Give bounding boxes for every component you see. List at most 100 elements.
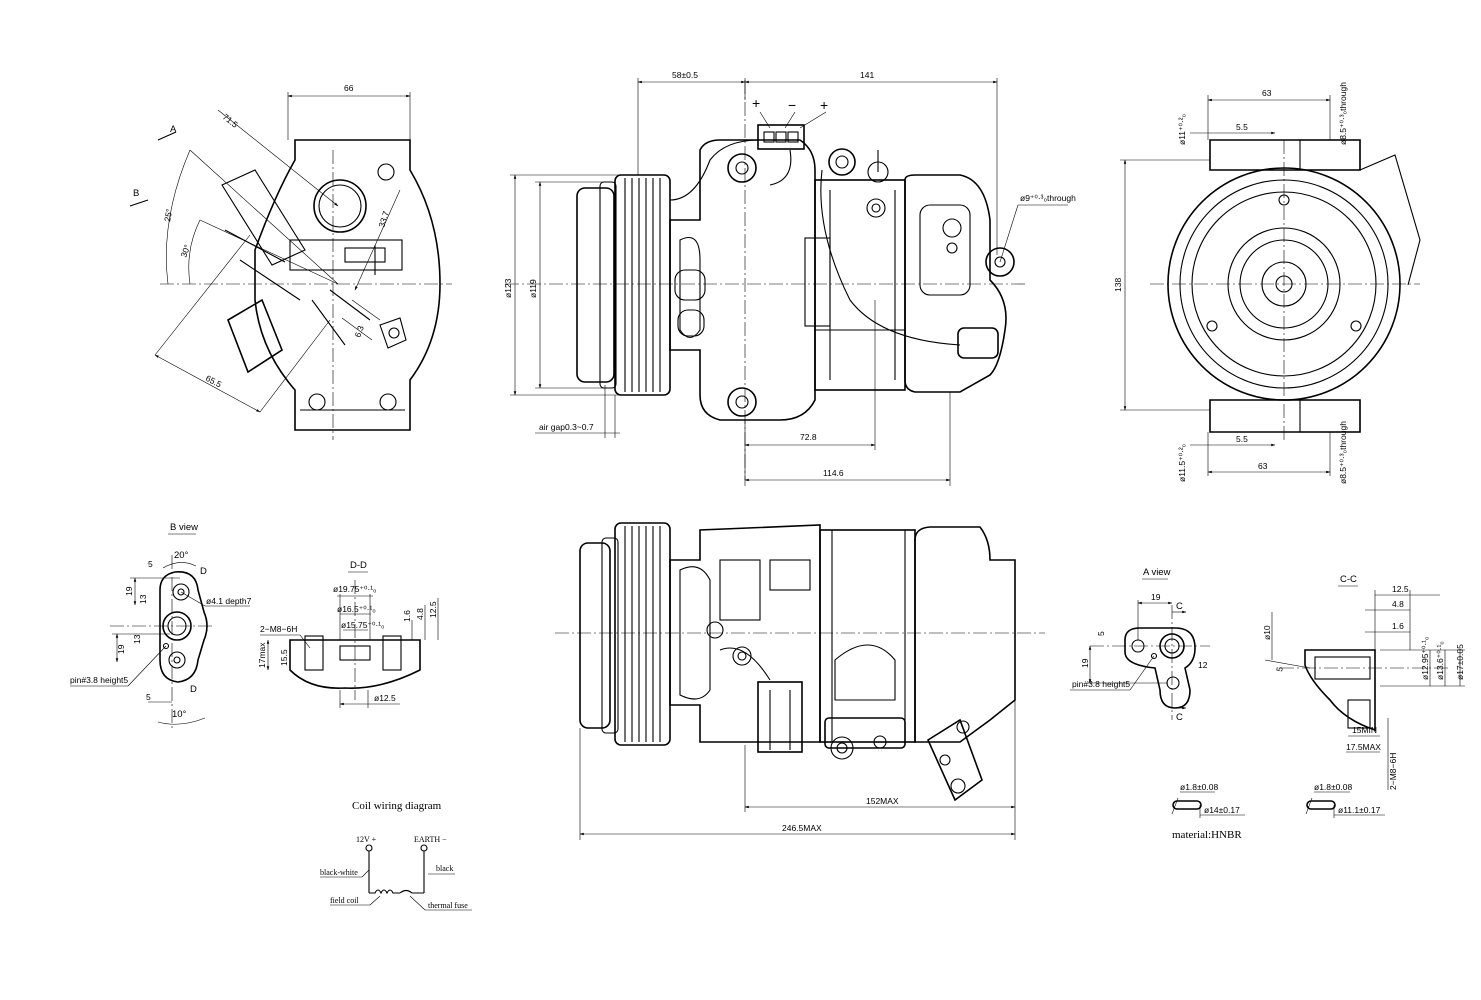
dd-dim-4-8: 4.8 bbox=[415, 608, 425, 620]
rear-dim-d11: ø11⁺⁰·²₀ bbox=[1177, 113, 1187, 145]
section-mark-b: B bbox=[133, 188, 139, 199]
bottom-dim-246-5max: 246.5MAX bbox=[782, 823, 822, 833]
b-view: B view 20° D D 5 19 13 19 13 ø4.1 depth7… bbox=[70, 522, 252, 730]
terminal-minus: − bbox=[788, 97, 796, 113]
b-view-dim-5b: 5 bbox=[146, 692, 151, 702]
cc-dim-4-8: 4.8 bbox=[1392, 599, 1404, 609]
coil-earth: EARTH − bbox=[414, 835, 447, 844]
cc-dim-17-5max: 17.5MAX bbox=[1346, 742, 1381, 752]
rear-dim-d11-5: ø11.5⁺⁰·²₀ bbox=[1177, 443, 1187, 482]
cc-dim-1-6: 1.6 bbox=[1392, 621, 1404, 631]
terminal-plus-2: + bbox=[820, 97, 828, 113]
side-dim-72-8: 72.8 bbox=[800, 432, 817, 442]
b-view-mark-d-top: D bbox=[200, 566, 207, 577]
front-view: 66 71.5 A B 25° 30° 33.7 65.5 6.3 bbox=[129, 83, 452, 440]
cc-dim-d10: ø10 bbox=[1262, 625, 1272, 640]
oring2-section: ø1.8±0.08 bbox=[1314, 782, 1352, 792]
a-view-title: A view bbox=[1143, 567, 1171, 578]
side-dim-d119: ø119 bbox=[528, 279, 538, 298]
oring1-section: ø1.8±0.08 bbox=[1180, 782, 1218, 792]
rear-hole-bottom: ø8.5⁺⁰·³₀through bbox=[1338, 421, 1348, 484]
b-view-hole: ø4.1 depth7 bbox=[206, 596, 252, 606]
rear-dim-5-5-top: 5.5 bbox=[1236, 122, 1248, 132]
terminal-plus-1: + bbox=[752, 95, 760, 111]
b-view-angle-20: 20° bbox=[174, 550, 189, 561]
dd-dim-15-5: 15.5 bbox=[279, 649, 289, 666]
cc-dim-12-5: 12.5 bbox=[1392, 584, 1409, 594]
rear-dim-138: 138 bbox=[1113, 278, 1123, 292]
dd-dim-d16-5: ø16.5⁺⁰·¹₀ bbox=[337, 604, 376, 614]
a-view-dim-12: 12 bbox=[1198, 660, 1208, 670]
front-dim-66: 66 bbox=[344, 83, 354, 93]
b-view-dim-19b: 19 bbox=[116, 644, 126, 654]
dd-dim-12-5: 12.5 bbox=[428, 601, 438, 618]
b-view-title: B view bbox=[170, 522, 198, 533]
dd-title: D-D bbox=[350, 560, 367, 571]
b-view-pin: pin#3.8 height5 bbox=[70, 675, 128, 685]
a-view-mark-c-bottom: C bbox=[1176, 712, 1183, 723]
a-view-mark-c-top: C bbox=[1176, 601, 1183, 612]
rear-dim-63-top: 63 bbox=[1262, 88, 1272, 98]
cc-dim-d12-95: ø12.95⁺⁰·¹₀ bbox=[1420, 636, 1430, 680]
oring2-diameter: ø11.1±0.17 bbox=[1338, 805, 1381, 815]
side-dim-d123: ø123 bbox=[503, 278, 513, 298]
cc-dim-d13-6: ø13.6⁺⁰·¹₀ bbox=[1435, 641, 1445, 680]
b-view-mark-d-bottom: D bbox=[190, 684, 197, 695]
coil-black-white: black-white bbox=[320, 868, 358, 877]
cc-thread: 2−M8−6H bbox=[1388, 753, 1398, 790]
dd-section: D-D ø19.75⁺⁰·¹₀ ø16.5⁺⁰·¹₀ ø15.75⁺⁰·¹₀ 2… bbox=[257, 560, 439, 708]
coil-wiring-diagram: Coil wiring diagram 12V + EARTH − black-… bbox=[320, 800, 472, 911]
side-air-gap: air gap0.3~0.7 bbox=[539, 422, 594, 432]
front-dim-71-5: 71.5 bbox=[221, 112, 240, 130]
a-view-dim-5: 5 bbox=[1096, 631, 1106, 636]
side-dim-114-6: 114.6 bbox=[823, 468, 844, 478]
pulley-grooves bbox=[624, 178, 661, 392]
side-dim-141: 141 bbox=[860, 70, 874, 80]
a-view-pin: pin#3.8 height5 bbox=[1072, 679, 1130, 689]
coil-wiring-title: Coil wiring diagram bbox=[352, 800, 442, 812]
dd-dim-1-6: 1.6 bbox=[402, 610, 412, 622]
coil-12v: 12V + bbox=[356, 835, 377, 844]
rear-hole-top: ø8.5⁺⁰·³₀through bbox=[1338, 82, 1348, 145]
front-dim-33-7: 33.7 bbox=[376, 210, 391, 229]
coil-black: black bbox=[436, 864, 453, 873]
coil-thermal-fuse: thermal fuse bbox=[428, 901, 468, 910]
front-angle-30: 30° bbox=[178, 243, 192, 259]
bottom-pulley-grooves bbox=[624, 526, 661, 742]
rear-view: 138 63 5.5 ø11⁺⁰·²₀ ø8.5⁺⁰·³₀through 63 … bbox=[1113, 82, 1421, 484]
front-angle-25: 25° bbox=[162, 208, 174, 222]
dd-thread: 2−M8−6H bbox=[260, 624, 297, 634]
b-view-dim-19: 19 bbox=[124, 586, 134, 596]
material-label: material:HNBR bbox=[1172, 829, 1242, 841]
section-mark-a: A bbox=[170, 124, 177, 135]
dd-dim-d15-75: ø15.75⁺⁰·¹₀ bbox=[341, 620, 385, 630]
dd-dim-d12-5: ø12.5 bbox=[374, 693, 396, 703]
cc-section: C-C 12.5 4.8 1.6 ø10 5 ø12.95⁺⁰·¹₀ ø13.6… bbox=[1262, 574, 1465, 790]
cc-title: C-C bbox=[1340, 574, 1357, 585]
side-view: + − + 58±0.5 141 ø123 ø119 air gap0.3~0.… bbox=[503, 70, 1076, 486]
dd-dim-17max: 17max bbox=[257, 642, 267, 668]
cc-dim-15min: 15MIN bbox=[1352, 725, 1377, 735]
b-view-dim-13b: 13 bbox=[132, 634, 142, 644]
rear-dim-5-5-bottom: 5.5 bbox=[1236, 434, 1248, 444]
coil-field-coil: field coil bbox=[330, 896, 359, 905]
rear-dim-63-bottom: 63 bbox=[1258, 461, 1268, 471]
front-dim-6-3: 6.3 bbox=[352, 324, 366, 339]
cc-dim-5: 5 bbox=[1274, 666, 1285, 673]
bottom-view: 152MAX 246.5MAX bbox=[555, 522, 1045, 840]
bottom-dim-152max: 152MAX bbox=[866, 796, 899, 806]
o-rings: ø1.8±0.08 ø14±0.17 ø1.8±0.08 ø11.1±0.17 … bbox=[1171, 782, 1385, 841]
side-dim-58: 58±0.5 bbox=[672, 70, 698, 80]
cc-dim-d17: ø17±0.05 bbox=[1455, 644, 1465, 680]
b-view-dim-13: 13 bbox=[138, 594, 148, 604]
side-hole-callout: ø9⁺⁰·³₀through bbox=[1020, 193, 1076, 203]
oring1-diameter: ø14±0.17 bbox=[1204, 805, 1240, 815]
b-view-dim-5: 5 bbox=[148, 559, 153, 569]
b-view-angle-10: 10° bbox=[172, 709, 187, 720]
a-view-dim-19b: 19 bbox=[1080, 658, 1090, 668]
dd-dim-d19-75: ø19.75⁺⁰·¹₀ bbox=[333, 584, 377, 594]
a-view: A view 19 5 19 12 pin#3.8 height5 C C bbox=[1070, 567, 1210, 723]
a-view-dim-19: 19 bbox=[1151, 592, 1161, 602]
